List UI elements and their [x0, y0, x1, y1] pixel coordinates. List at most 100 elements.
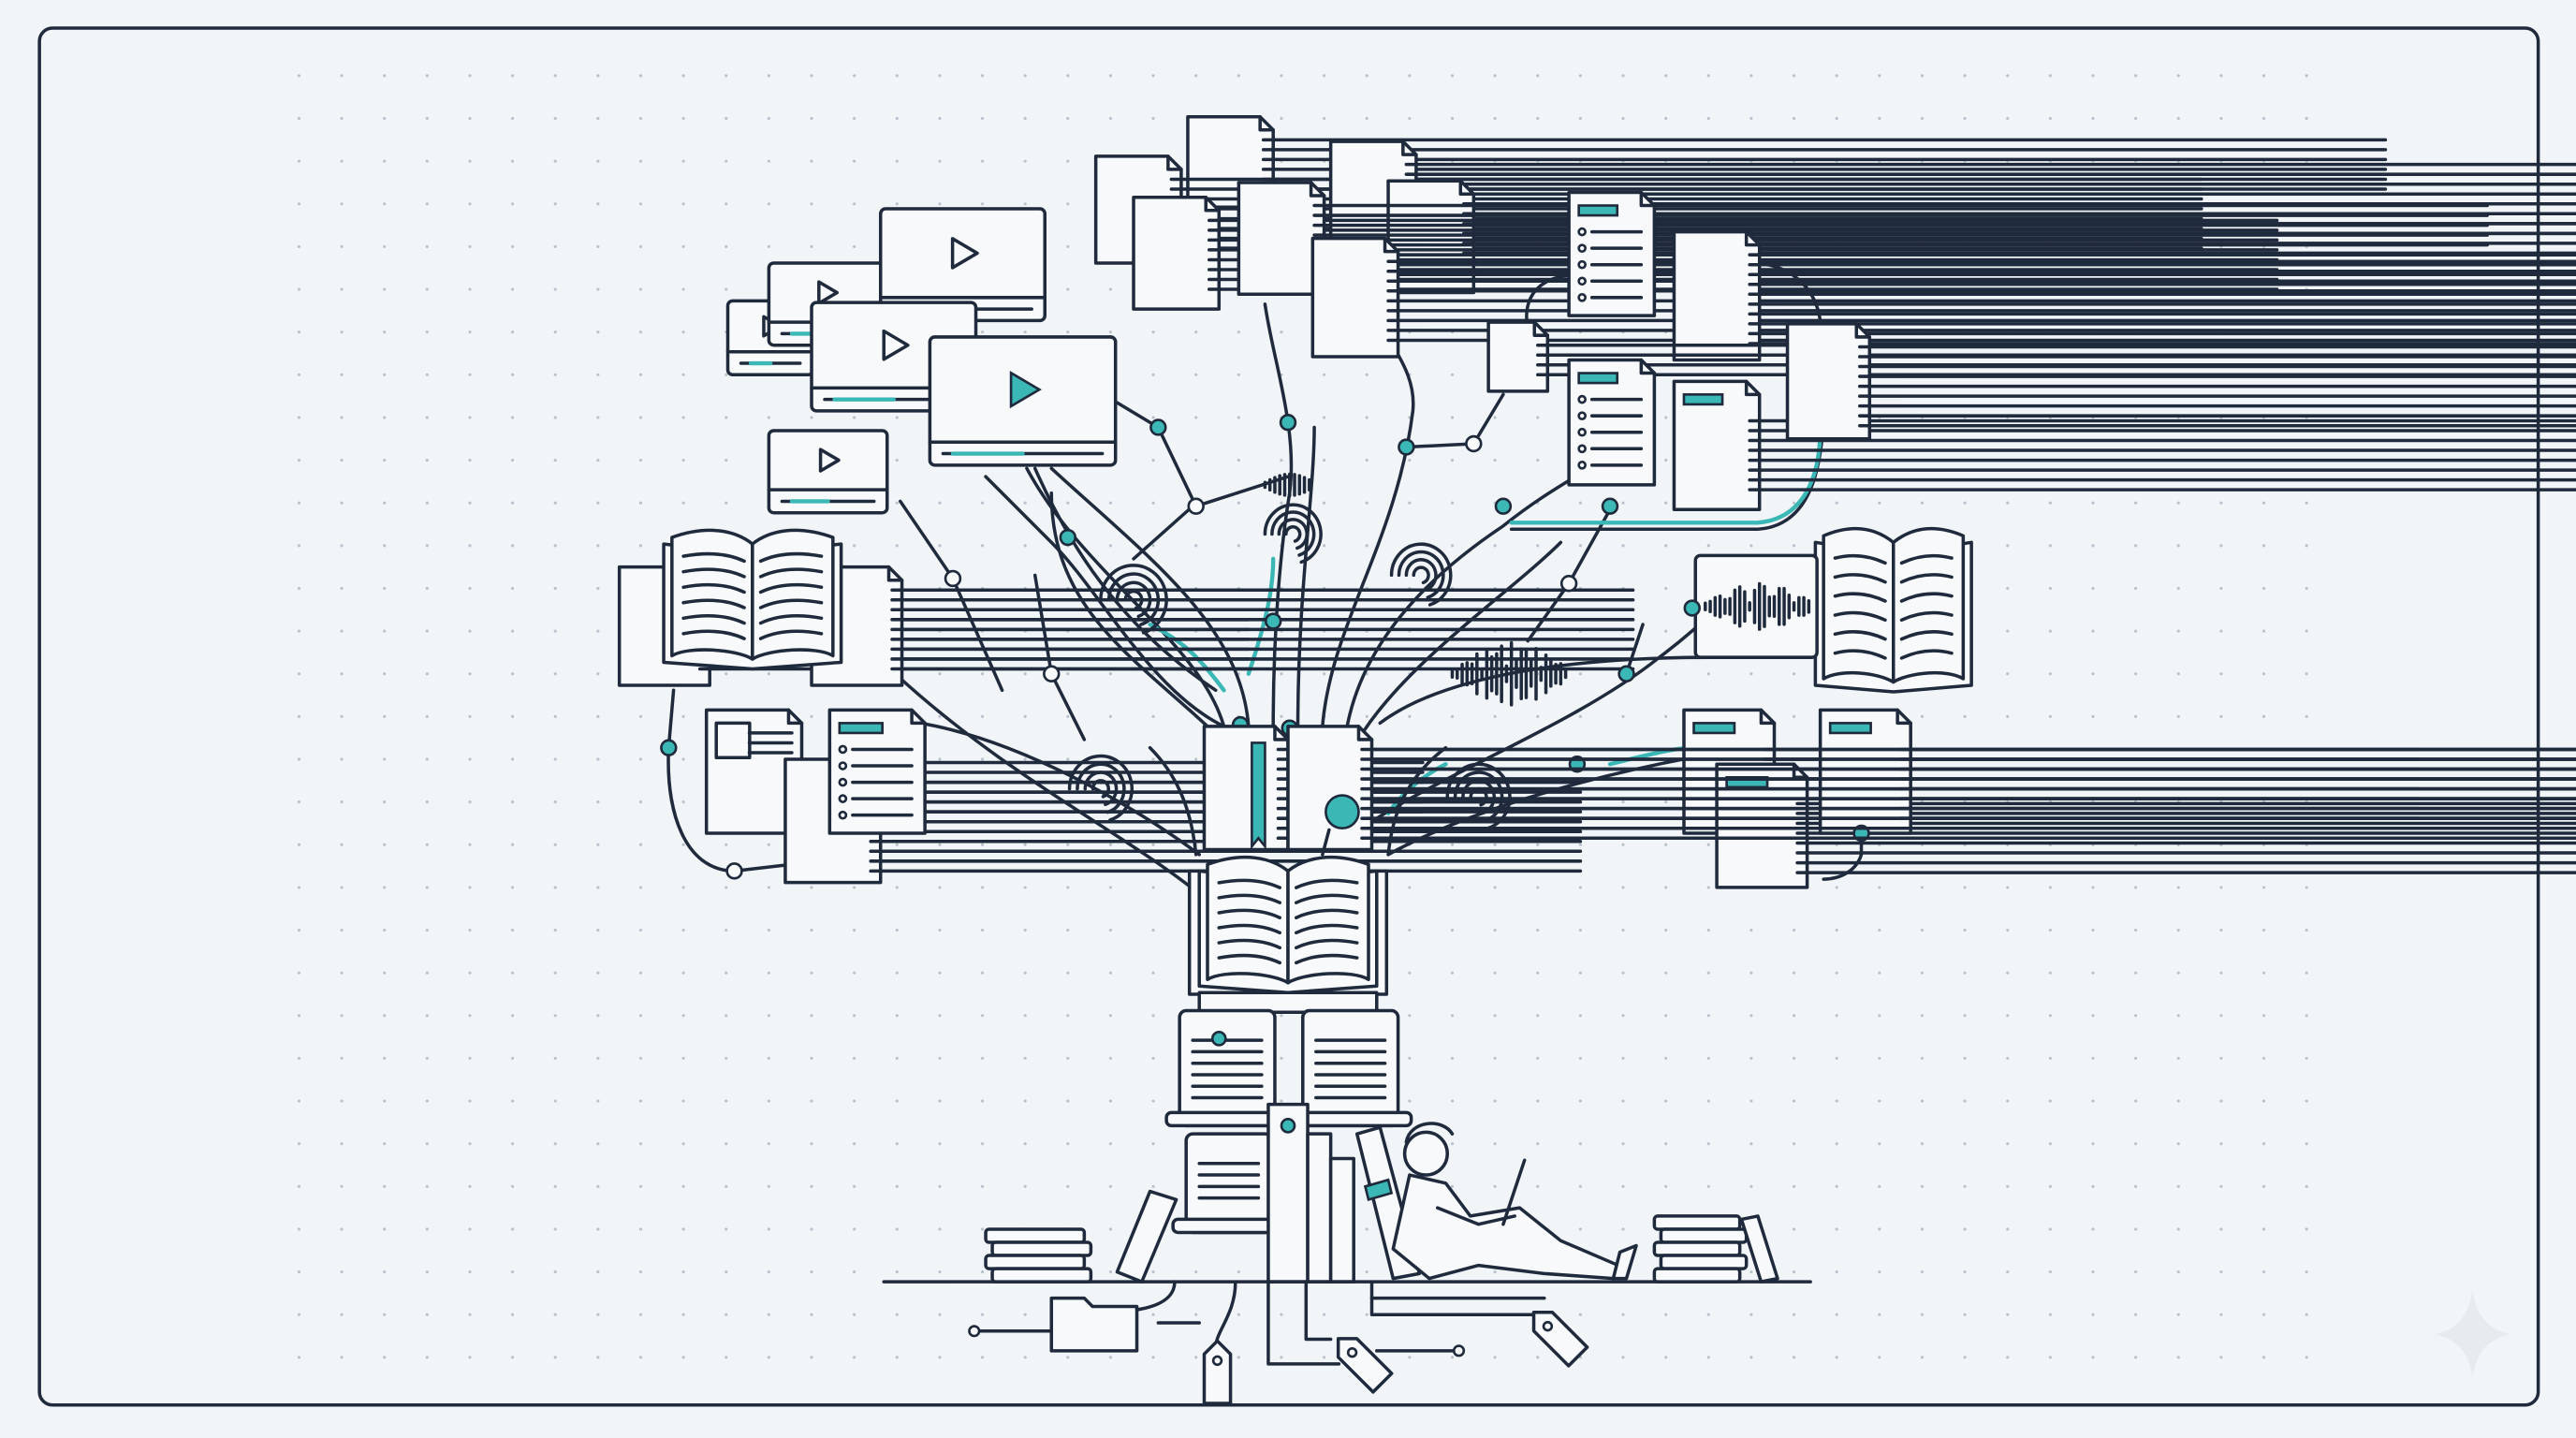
grid-dot	[724, 886, 728, 889]
grid-dot	[553, 330, 557, 334]
grid-dot	[681, 1014, 685, 1018]
grid-dot	[724, 1142, 728, 1146]
grid-dot	[511, 971, 515, 975]
text-line	[1899, 649, 1954, 660]
grid-dot	[468, 74, 472, 78]
grid-dot	[767, 928, 770, 932]
grid-dot	[1835, 886, 1838, 889]
grid-dot	[468, 629, 472, 633]
grid-dot	[1536, 1184, 1540, 1188]
book-stack-icon	[1652, 1214, 1742, 1231]
bullet	[1577, 444, 1587, 454]
grid-dot	[1536, 116, 1540, 121]
grid-dot	[383, 629, 387, 633]
grid-dot	[553, 1184, 557, 1188]
grid-dot	[297, 757, 301, 761]
grid-dot	[2176, 1142, 2180, 1146]
text-line	[1899, 573, 1954, 584]
grid-dot	[1280, 1014, 1283, 1018]
grid-dot	[425, 202, 429, 206]
grid-dot	[2006, 714, 2010, 718]
grid-dot	[980, 501, 985, 505]
grid-dot	[1536, 1142, 1540, 1146]
standing-book	[1266, 1102, 1310, 1284]
grid-dot	[1621, 971, 1625, 975]
tag-icon	[1202, 1339, 1233, 1405]
grid-dot	[596, 74, 600, 78]
grid-dot	[1493, 928, 1497, 932]
grid-dot	[340, 287, 344, 291]
grid-dot	[1878, 928, 1881, 932]
grid-dot	[1792, 1184, 1796, 1188]
grid-dot	[1621, 1313, 1625, 1316]
grid-dot	[1835, 1356, 1838, 1359]
grid-dot	[724, 74, 728, 78]
grid-dot	[1023, 1313, 1027, 1316]
grid-dot	[297, 1099, 301, 1103]
grid-dot	[1237, 458, 1240, 462]
grid-dot	[1963, 1184, 1967, 1188]
grid-dot	[767, 74, 770, 78]
grid-dot	[297, 1014, 301, 1018]
grid-dot	[724, 116, 728, 121]
grid-dot	[724, 416, 728, 419]
grid-dot	[1621, 800, 1625, 804]
grid-dot	[1578, 971, 1582, 975]
grid-dot	[638, 843, 643, 846]
grid-dot	[2091, 586, 2095, 591]
grid-dot	[1151, 416, 1155, 419]
document-heading	[1682, 393, 1724, 406]
document-fold	[1759, 708, 1777, 726]
grid-dot	[767, 1270, 770, 1274]
grid-dot	[468, 416, 472, 419]
grid-dot	[553, 202, 557, 206]
connector-node	[1043, 665, 1061, 682]
branch-line	[918, 721, 1201, 857]
grid-dot	[1664, 1356, 1668, 1359]
grid-dot	[511, 843, 515, 846]
grid-dot	[2261, 928, 2266, 932]
grid-dot	[810, 1184, 813, 1188]
grid-dot	[2176, 886, 2180, 889]
grid-dot	[2006, 1184, 2010, 1188]
grid-dot	[1664, 1056, 1668, 1061]
grid-dot	[2134, 1356, 2138, 1359]
root-line	[1134, 1280, 1177, 1312]
pin-head	[1325, 794, 1360, 830]
grid-dot	[2305, 1099, 2308, 1103]
grid-dot	[468, 928, 472, 932]
grid-dot	[1450, 1184, 1455, 1188]
grid-dot	[1280, 1056, 1283, 1061]
grid-dot	[2091, 1099, 2095, 1103]
document-heading	[1828, 722, 1872, 735]
grid-dot	[2048, 1184, 2052, 1188]
grid-dot	[1621, 544, 1625, 548]
grid-dot	[1408, 1056, 1412, 1061]
grid-dot	[511, 672, 515, 676]
branch-line	[1049, 491, 1209, 728]
grid-dot	[511, 1014, 515, 1018]
grid-dot	[1493, 458, 1497, 462]
grid-dot	[1023, 672, 1027, 676]
grid-dot	[1664, 544, 1668, 548]
grid-dot	[2305, 1356, 2308, 1359]
grid-dot	[1792, 1099, 1796, 1103]
connector-line	[1115, 401, 1290, 508]
grid-dot	[938, 1056, 942, 1061]
grid-dot	[1066, 1056, 1070, 1061]
grid-dot	[980, 1227, 985, 1231]
grid-dot	[1749, 74, 1753, 78]
grid-dot	[1280, 74, 1283, 78]
grid-dot	[681, 1099, 685, 1103]
grid-dot	[553, 757, 557, 761]
grid-dot	[1151, 373, 1155, 376]
grid-dot	[468, 458, 472, 462]
grid-dot	[1108, 1099, 1113, 1103]
grid-dot	[2176, 1313, 2180, 1316]
grid-dot	[724, 458, 728, 462]
fingerprint-ridge	[1115, 580, 1152, 619]
grid-dot	[1280, 458, 1283, 462]
connector-node	[944, 569, 962, 588]
grid-dot	[980, 159, 985, 163]
grid-dot	[596, 1313, 600, 1316]
